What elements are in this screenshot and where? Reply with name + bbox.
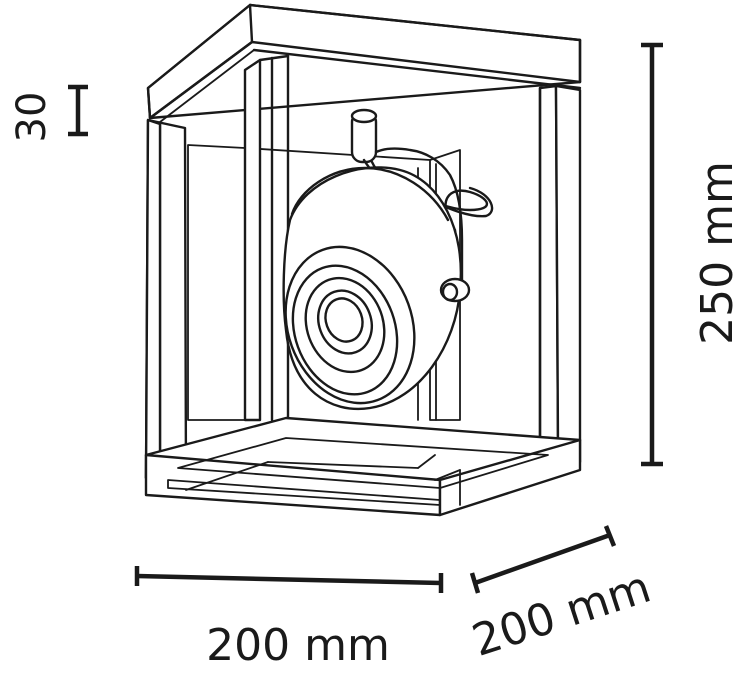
dimension-height-label: 250 mm bbox=[692, 161, 738, 345]
dimension-width-label: 200 mm bbox=[206, 620, 390, 671]
spotlight-head bbox=[282, 166, 471, 411]
dimension-top-thickness-label: 30 bbox=[9, 92, 55, 143]
bottom-frame bbox=[144, 416, 582, 517]
dimension-depth: 200 mm bbox=[466, 525, 657, 667]
top-cap bbox=[146, 3, 582, 123]
right-post bbox=[538, 84, 582, 464]
left-post bbox=[144, 118, 188, 492]
dimension-width: 200 mm bbox=[134, 566, 444, 671]
dimension-height: 250 mm bbox=[641, 42, 738, 467]
lamp-illustration bbox=[144, 3, 582, 517]
left-rear-post bbox=[243, 54, 290, 422]
dimension-top-thickness: 30 bbox=[9, 84, 88, 143]
